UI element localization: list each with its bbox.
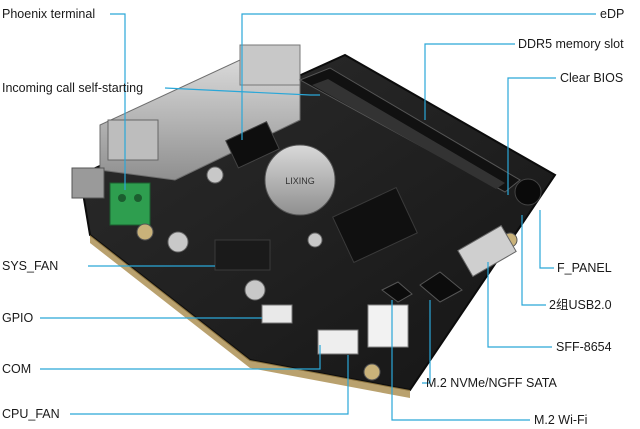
sff-connector xyxy=(457,224,517,278)
label-m2-nvme: M.2 NVMe/NGFF SATA xyxy=(426,376,557,390)
pcb-edge xyxy=(90,235,410,398)
m2-nvme-slot xyxy=(419,271,463,303)
leader-lines xyxy=(40,13,596,421)
com-header xyxy=(317,329,359,355)
label-usb2: 2组USB2.0 xyxy=(549,298,612,312)
gpio-header xyxy=(261,304,293,324)
label-ddr5: DDR5 memory slot xyxy=(518,37,624,51)
capacitor xyxy=(307,232,323,248)
label-phoenix-terminal: Phoenix terminal xyxy=(2,7,96,21)
dc-jack xyxy=(71,167,105,199)
power-connector xyxy=(367,304,409,348)
label-edp: eDP xyxy=(600,7,625,21)
chip xyxy=(332,186,418,264)
mount-hole xyxy=(363,363,381,381)
chip xyxy=(214,239,271,271)
capacitor xyxy=(206,166,224,184)
lan-port xyxy=(107,119,159,161)
label-clear-bios: Clear BIOS xyxy=(560,71,624,85)
chip xyxy=(225,121,280,169)
m2-wifi-slot xyxy=(381,281,413,303)
label-sys-fan: SYS_FAN xyxy=(2,259,59,273)
label-m2-wifi: M.2 Wi-Fi xyxy=(534,413,588,427)
capacitor xyxy=(244,279,266,301)
label-gpio: GPIO xyxy=(2,311,34,325)
label-f-panel: F_PANEL xyxy=(557,261,612,275)
label-com: COM xyxy=(2,362,32,376)
battery-text: LIXING xyxy=(285,176,315,186)
mount-hole xyxy=(136,223,154,241)
usb-port-stack xyxy=(239,44,301,86)
cmos-battery xyxy=(264,144,336,216)
label-incoming-call: Incoming call self-starting xyxy=(2,81,144,95)
label-cpu-fan: CPU_FAN xyxy=(2,407,60,421)
buzzer xyxy=(514,178,542,206)
label-sff-8654: SFF-8654 xyxy=(556,340,612,354)
phoenix-terminal xyxy=(109,182,151,226)
capacitor xyxy=(167,231,189,253)
